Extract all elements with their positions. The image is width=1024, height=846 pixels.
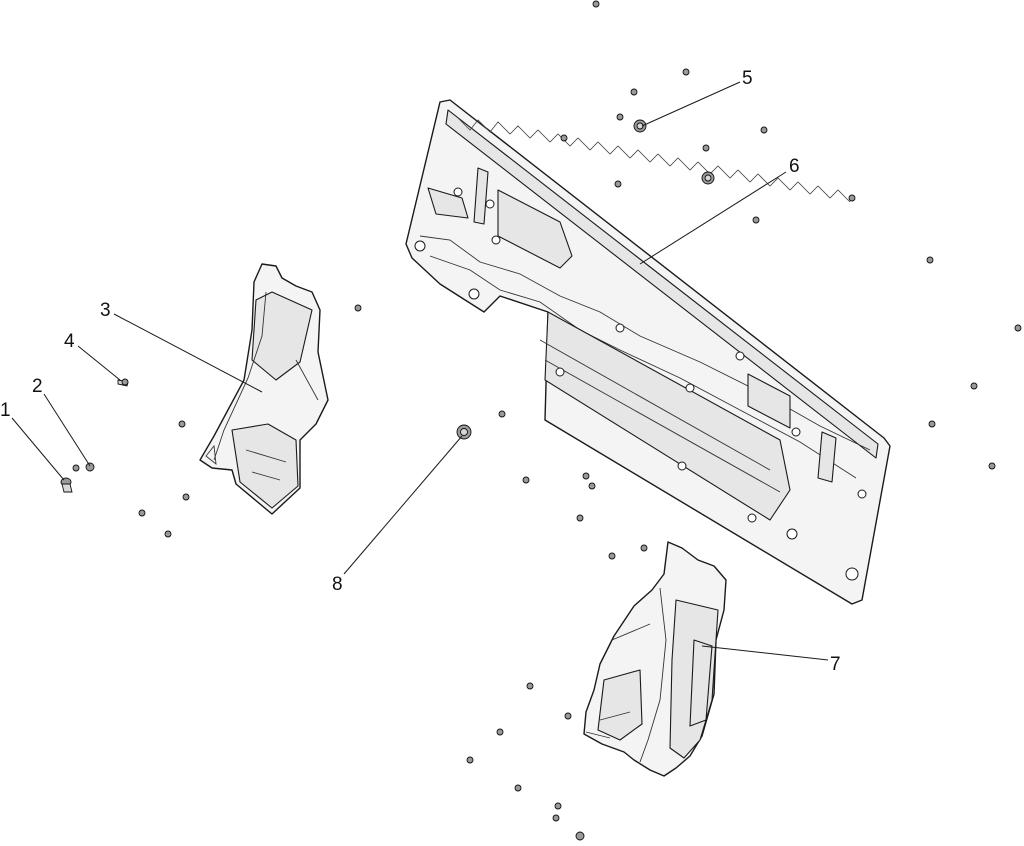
callout-labels: 1 2 3 4 5 6 7 8 [0,68,841,675]
grommet [701,171,715,185]
small-clip [138,0,1022,841]
callout-2: 2 [32,376,43,397]
fastener-part-8 [456,424,472,440]
callout-7: 7 [830,654,841,675]
callout-8: 8 [332,574,343,595]
callout-3: 3 [100,300,111,321]
fastener-part-2 [72,462,95,472]
fastener-part-1 [60,477,73,493]
leader-6 [639,171,787,265]
leader-4 [77,345,121,381]
callout-5: 5 [742,68,753,89]
part-3-left-trim [199,263,329,515]
fastener-part-4 [117,378,129,387]
leader-3 [113,313,263,393]
fastener-part-5 [633,119,647,133]
leader-5 [641,81,741,127]
callout-4: 4 [64,331,75,352]
leader-lines [11,81,829,661]
fasteners [60,0,1022,841]
leader-1 [11,417,65,481]
leader-7 [701,645,829,661]
callout-1: 1 [0,400,11,421]
callout-6: 6 [789,156,800,177]
part-6-rear-panel [405,99,891,605]
leader-2 [43,393,91,467]
leader-8 [343,435,463,575]
part-7-right-trim [583,541,727,777]
